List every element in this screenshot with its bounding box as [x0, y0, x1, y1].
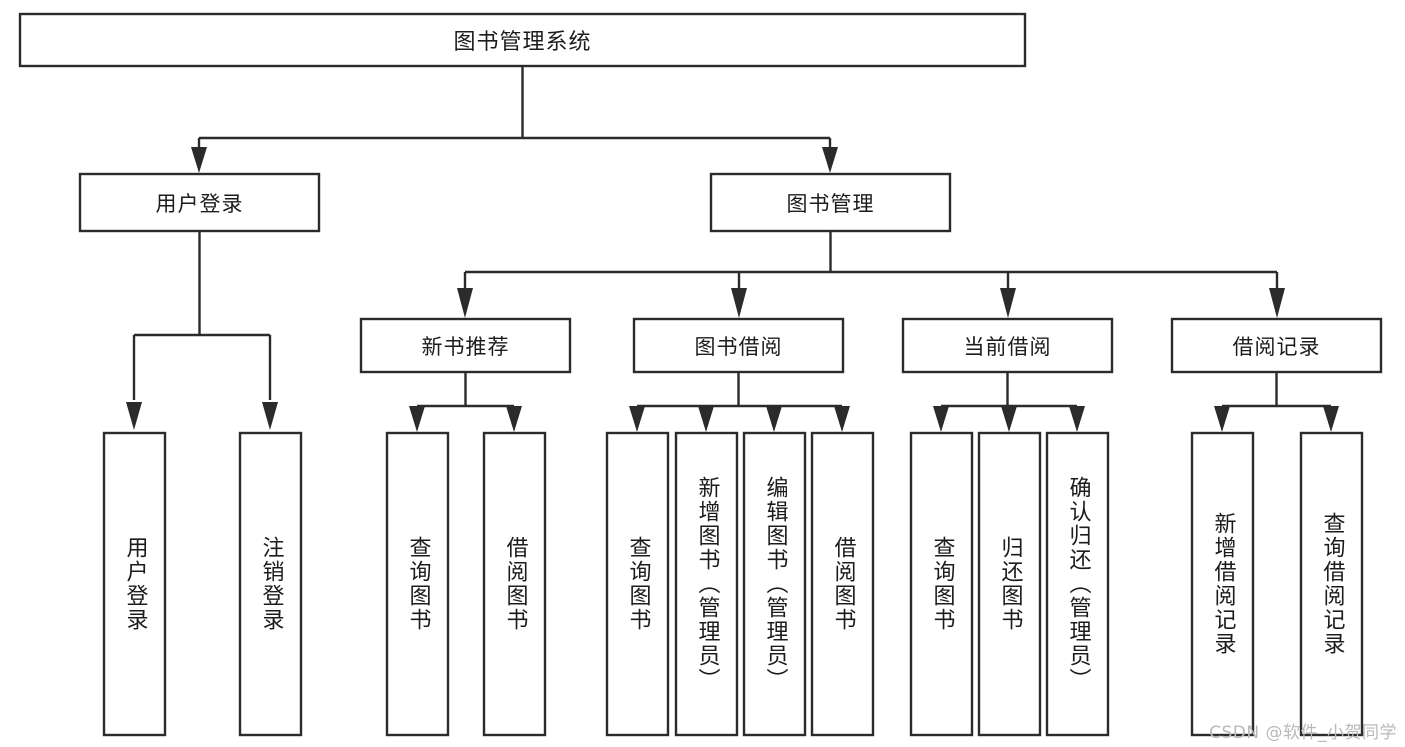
node-leaf-add-borrow-record-box[interactable]: [1190, 431, 1255, 737]
node-leaf-user-login-box[interactable]: [102, 431, 167, 737]
arrowhead-book-manage-to-current-borrow: [1000, 288, 1016, 318]
node-root-box[interactable]: [18, 12, 1027, 68]
arrowhead-book-borrow-leaf-4: [834, 406, 850, 432]
arrowhead-root-to-book-manage: [822, 147, 838, 173]
arrowhead-book-borrow-leaf-2: [698, 406, 714, 432]
node-user-login-box[interactable]: [78, 172, 321, 233]
node-leaf-borrow-book-2-box[interactable]: [810, 431, 875, 737]
arrowhead-user-login-leaf-2: [262, 402, 278, 430]
arrowhead-user-login-leaf-1: [126, 402, 142, 430]
arrowhead-book-borrow-leaf-3: [766, 406, 782, 432]
node-leaf-edit-book-box[interactable]: [742, 431, 807, 737]
node-current-borrow-box[interactable]: [901, 317, 1114, 374]
node-leaf-confirm-return-box[interactable]: [1045, 431, 1110, 737]
arrowhead-book-manage-to-new-book: [457, 288, 473, 318]
arrowhead-new-book-leaf-2: [506, 406, 522, 432]
arrowhead-current-borrow-leaf-3: [1069, 406, 1085, 432]
arrowhead-book-manage-to-book-borrow: [731, 288, 747, 318]
arrowhead-borrow-record-leaf-1: [1214, 406, 1230, 432]
node-new-book-recommend-box[interactable]: [359, 317, 572, 374]
csdn-watermark: CSDN @软件_小贺同学: [1209, 723, 1397, 743]
node-leaf-query-book-2-box[interactable]: [605, 431, 670, 737]
node-leaf-query-book-1-box[interactable]: [385, 431, 450, 737]
arrowhead-new-book-leaf-1: [409, 406, 425, 432]
arrowhead-borrow-record-leaf-2: [1323, 406, 1339, 432]
arrowhead-book-borrow-leaf-1: [629, 406, 645, 432]
node-leaf-query-book-3-box[interactable]: [909, 431, 974, 737]
arrowhead-current-borrow-leaf-1: [933, 406, 949, 432]
node-leaf-query-borrow-record-box[interactable]: [1299, 431, 1364, 737]
arrowhead-current-borrow-leaf-2: [1001, 406, 1017, 432]
node-book-manage-box[interactable]: [709, 172, 952, 233]
node-leaf-add-book-box[interactable]: [674, 431, 739, 737]
arrowhead-book-manage-to-borrow-record: [1269, 288, 1285, 318]
node-leaf-return-book-box[interactable]: [977, 431, 1042, 737]
node-leaf-borrow-book-1-box[interactable]: [482, 431, 547, 737]
node-borrow-record-box[interactable]: [1170, 317, 1383, 374]
arrowhead-root-to-user-login: [191, 147, 207, 173]
node-leaf-user-logout-box[interactable]: [238, 431, 303, 737]
node-book-borrow-box[interactable]: [632, 317, 845, 374]
